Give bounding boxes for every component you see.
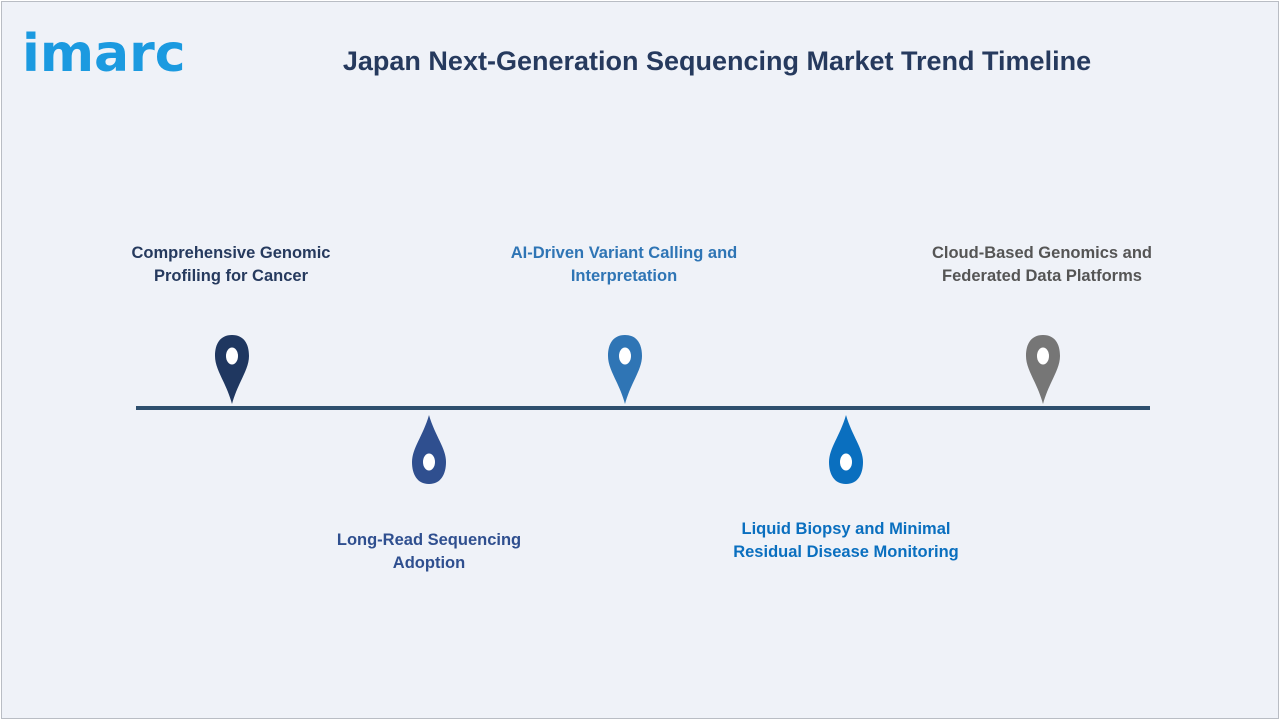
map-pin-icon [214, 334, 250, 406]
milestone-label: Comprehensive Genomic Profiling for Canc… [131, 244, 331, 285]
page-title: Japan Next-Generation Sequencing Market … [342, 46, 1092, 76]
milestone-label: AI-Driven Variant Calling and Interpreta… [510, 244, 738, 285]
map-pin-icon [828, 414, 864, 486]
milestone-label: Cloud-Based Genomics and Federated Data … [931, 244, 1153, 285]
milestone-label: Liquid Biopsy and Minimal Residual Disea… [733, 520, 959, 561]
map-pin-icon [607, 334, 643, 406]
milestone-label: Long-Read Sequencing Adoption [336, 531, 522, 572]
imarc-logo: imarc [22, 24, 186, 84]
map-pin-icon [411, 414, 447, 486]
timeline-axis [136, 406, 1150, 410]
map-pin-icon [1025, 334, 1061, 406]
